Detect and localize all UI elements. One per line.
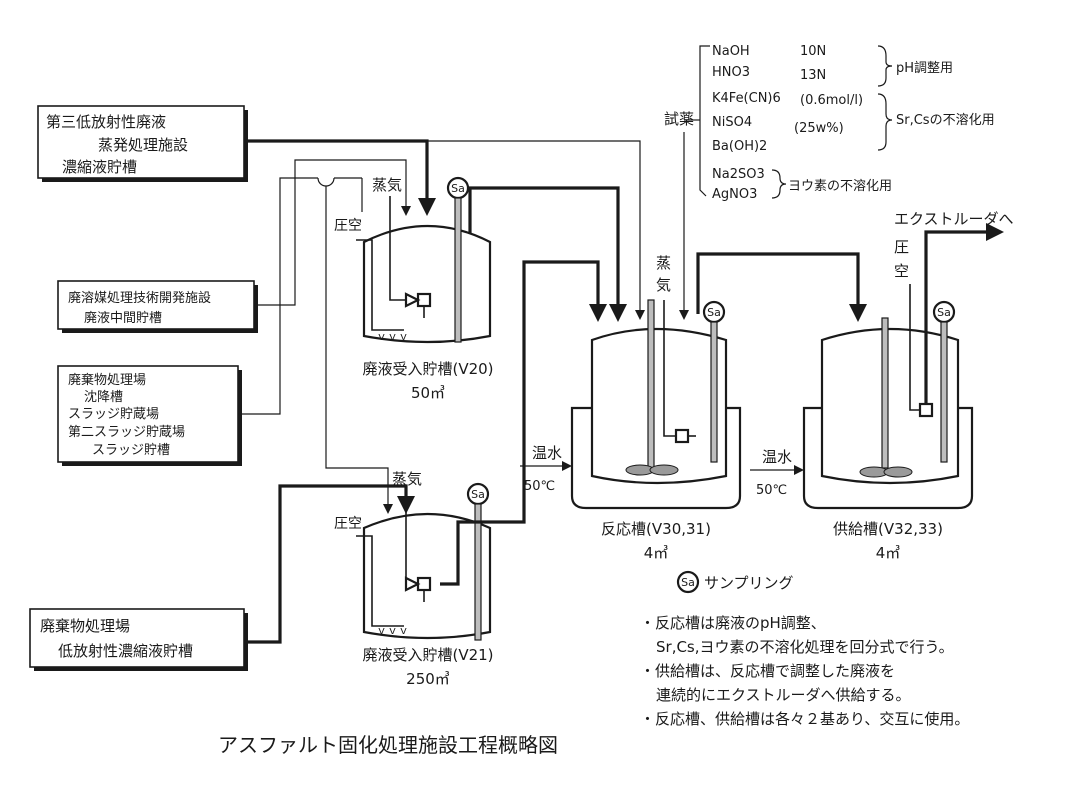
reagent-na2so3: Na2SO3: [712, 167, 765, 182]
tank-v20: 蒸気 圧空 ｖｖｖ Sa 廃液受入貯槽(V20) 50㎥: [334, 176, 627, 402]
tank-supply: 圧 空 Sa エクストルーダへ 温水 50℃ 供給槽(V32,33) 4㎥: [750, 210, 1014, 562]
source-solvent-line1: 廃溶媒処理技術開発施設: [68, 290, 211, 306]
source-evap-line3: 濃縮液貯槽: [62, 158, 137, 176]
legend: Sa サンプリング: [676, 570, 794, 594]
reagent-agno3: AgNO3: [712, 187, 757, 202]
supply-air-label-1: 圧: [894, 238, 909, 256]
source-solvent-line2: 廃液中間貯槽: [84, 310, 162, 326]
v20-name: 廃液受入貯槽(V20): [362, 360, 493, 378]
reagent-k4fecn6: K4Fe(CN)6: [712, 91, 781, 106]
supply-sa-icon: Sa: [937, 306, 951, 319]
v20-sparger: ｖｖｖ: [376, 330, 409, 343]
note-3: ・供給槽は、反応槽で調整した廃液を: [640, 662, 895, 680]
legend-sa-icon: Sa: [681, 576, 695, 589]
reagent-group-srcs: Sr,Csの不溶化用: [896, 113, 995, 128]
source-evap-line2: 蒸発処理施設: [98, 136, 188, 154]
extruder-label: エクストルーダへ: [894, 210, 1014, 228]
v21-air-label: 圧空: [334, 516, 362, 532]
tank-v21: 蒸気 圧空 ｖｖｖ Sa 廃液受入貯槽(V21) 250㎥: [334, 260, 607, 688]
note-5: ・反応槽、供給槽は各々２基あり、交互に使用。: [640, 710, 969, 728]
supply-capacity: 4㎥: [876, 544, 901, 562]
source-waste-line3: スラッジ貯蔵場: [68, 407, 159, 422]
supply-name: 供給槽(V32,33): [833, 520, 943, 538]
note-2: Sr,Cs,ヨウ素の不溶化処理を回分式で行う。: [656, 638, 954, 656]
reagent-panel: 試薬 NaOH 10N HNO3 13N K4Fe(CN)6 (0.6mol/l…: [664, 44, 995, 320]
source-box-solvent: 廃溶媒処理技術開発施設 廃液中間貯槽: [57, 280, 258, 333]
v20-sa-icon: Sa: [451, 182, 465, 195]
reaction-steam-label-1: 蒸: [656, 254, 671, 272]
supply-air-label-2: 空: [894, 262, 909, 280]
reaction-capacity: 4㎥: [644, 544, 669, 562]
reagent-niso4-conc: (25w%): [794, 121, 844, 136]
reaction-name: 反応槽(V30,31): [601, 520, 711, 538]
source-low-line2: 低放射性濃縮液貯槽: [58, 642, 193, 660]
v20-capacity: 50㎥: [411, 384, 445, 402]
v21-capacity: 250㎥: [406, 670, 450, 688]
reagent-niso4: NiSO4: [712, 115, 752, 130]
source-waste-line1: 廃棄物処理場: [68, 372, 146, 388]
source-box-evaporation: 第三低放射性廃液 蒸発処理施設 濃縮液貯槽: [37, 105, 248, 182]
source-low-line1: 廃棄物処理場: [40, 617, 130, 635]
reaction-steam-label-2: 気: [656, 276, 671, 294]
legend-label: サンプリング: [704, 574, 794, 592]
note-1: ・反応槽は廃液のpH調整、: [640, 614, 826, 632]
v21-name: 廃液受入貯槽(V21): [362, 646, 493, 664]
source-box-waste: 廃棄物処理場 沈降槽 スラッジ貯蔵場 第二スラッジ貯蔵場 スラッジ貯槽: [57, 365, 242, 466]
source-box-lowlevel: 廃棄物処理場 低放射性濃縮液貯槽: [29, 608, 248, 671]
reagent-group-ph: pH調整用: [896, 61, 953, 76]
tank-reaction: 蒸 気 Sa 温水 50℃ 反応槽(V30,31) 4㎥: [520, 252, 867, 562]
v20-air-label: 圧空: [334, 218, 362, 234]
reaction-sa-icon: Sa: [707, 306, 721, 319]
reagent-naoh: NaOH: [712, 44, 750, 59]
v21-sparger: ｖｖｖ: [376, 624, 409, 637]
reagent-hno3: HNO3: [712, 65, 750, 80]
reagent-label: 試薬: [664, 110, 694, 128]
diagram-title: アスファルト固化処理施設工程概略図: [218, 733, 558, 757]
reagent-hno3-conc: 13N: [800, 68, 826, 83]
supply-warm-label: 温水: [762, 448, 792, 466]
reagent-baoh2: Ba(OH)2: [712, 139, 767, 154]
reagent-k4fecn6-conc: (0.6mol/l): [800, 93, 863, 108]
source-waste-line4: 第二スラッジ貯蔵場: [68, 425, 185, 440]
reaction-temp-label: 50℃: [524, 479, 555, 494]
source-waste-line2: 沈降槽: [84, 390, 123, 405]
source-waste-line5: スラッジ貯槽: [92, 443, 170, 458]
v20-steam-label: 蒸気: [372, 176, 402, 194]
note-4: 連続的にエクストルーダへ供給する。: [656, 686, 911, 704]
source-evap-line1: 第三低放射性廃液: [46, 113, 166, 131]
reagent-group-iodine: ヨウ素の不溶化用: [788, 179, 892, 194]
reaction-warm-label: 温水: [532, 444, 562, 462]
v21-sa-icon: Sa: [471, 488, 485, 501]
v21-steam-label: 蒸気: [392, 470, 422, 488]
reagent-naoh-conc: 10N: [800, 44, 826, 59]
supply-temp-label: 50℃: [756, 483, 787, 498]
notes: ・反応槽は廃液のpH調整、 Sr,Cs,ヨウ素の不溶化処理を回分式で行う。 ・供…: [640, 614, 969, 728]
